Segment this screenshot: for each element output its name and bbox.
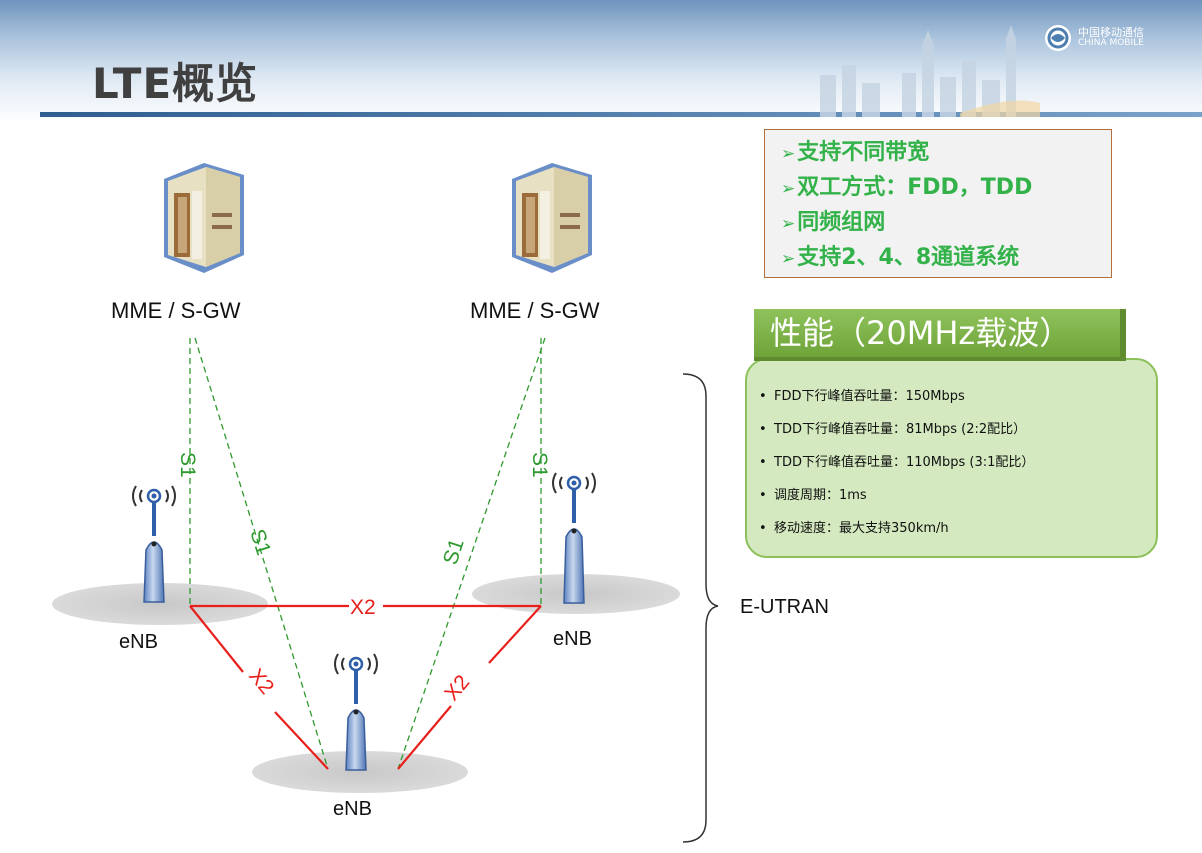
enb-right-antenna-icon	[552, 472, 596, 604]
features-box: ➢支持不同带宽 ➢双工方式：FDD，TDD ➢同频组网 ➢支持2、4、8通道系统	[764, 129, 1112, 278]
enb-bottom-label: eNB	[333, 798, 372, 820]
mme-sgw-left-label: MME / S-GW	[111, 298, 241, 323]
arrow-bullet-icon: ➢	[781, 214, 796, 234]
enb-bottom-coverage-ellipse	[252, 751, 468, 793]
feature-item: ➢支持2、4、8通道系统	[781, 241, 1111, 276]
china-mobile-emblem-icon	[1045, 25, 1071, 51]
enb-right-label: eNB	[553, 628, 592, 650]
s1-label-bottom-right: S1	[439, 536, 469, 568]
mme-sgw-right-server-icon	[512, 163, 592, 273]
s1-label-right: S1	[528, 452, 551, 478]
s1-label-bottom-left: S1	[245, 526, 275, 558]
feature-text: 支持不同带宽	[797, 140, 930, 165]
city-skyline-image	[820, 25, 1040, 117]
enb-left-label: eNB	[119, 631, 158, 653]
x2-label-left: X2	[244, 664, 278, 698]
arrow-bullet-icon: ➢	[781, 144, 796, 164]
enb-left-antenna-icon	[132, 485, 176, 603]
feature-text: 双工方式：FDD，TDD	[797, 175, 1033, 200]
slide-header	[0, 0, 1202, 122]
logo-text-cn: 中国移动通信	[1078, 26, 1144, 39]
feature-text: 同频组网	[797, 210, 886, 235]
feature-item: ➢同频组网	[781, 206, 1111, 241]
x2-link-left-upper	[189, 605, 244, 673]
mme-sgw-right-label: MME / S-GW	[470, 298, 600, 323]
e-utran-brace	[682, 373, 719, 843]
arrow-bullet-icon: ➢	[781, 249, 796, 269]
arrow-bullet-icon: ➢	[781, 179, 796, 199]
s1-link-bottom-enb-right-mme	[397, 337, 546, 770]
header-rule	[40, 112, 1202, 117]
feature-item: ➢双工方式：FDD，TDD	[781, 171, 1111, 206]
x2-label-right: X2	[440, 671, 474, 705]
x2-link-right-upper	[488, 605, 542, 664]
x2-label-top: X2	[350, 596, 376, 619]
s1-link-bottom-enb-left-mme	[194, 337, 329, 770]
performance-item: •TDD下行峰值吞吐量：81Mbps (2:2配比）	[759, 422, 1027, 437]
performance-item: •TDD下行峰值吞吐量：110Mbps (3:1配比）	[759, 455, 1035, 470]
enb-bottom-antenna-icon	[334, 653, 378, 771]
performance-item: •调度周期：1ms	[759, 488, 867, 503]
performance-box: •FDD下行峰值吞吐量：150Mbps •TDD下行峰值吞吐量：81Mbps (…	[745, 358, 1158, 558]
x2-link-left-lower	[274, 711, 329, 770]
mme-sgw-left-server-icon	[164, 163, 244, 273]
performance-item: •移动速度：最大支持350km/h	[759, 521, 949, 536]
logo-text-en: CHINA MOBILE	[1078, 38, 1144, 48]
feature-item: ➢支持不同带宽	[781, 136, 1111, 171]
s1-label-left: S1	[176, 452, 199, 478]
china-mobile-logo: 中国移动通信 CHINA MOBILE	[1044, 24, 1144, 52]
e-utran-label: E-UTRAN	[740, 596, 829, 618]
slide-title: LTE概览	[92, 59, 259, 108]
performance-item: •FDD下行峰值吞吐量：150Mbps	[759, 389, 965, 404]
feature-text: 支持2、4、8通道系统	[797, 245, 1020, 270]
x2-link-right-lower	[397, 705, 452, 770]
performance-title: 性能（20MHz载波）	[754, 309, 1126, 361]
enb-left-coverage-ellipse	[52, 583, 268, 625]
